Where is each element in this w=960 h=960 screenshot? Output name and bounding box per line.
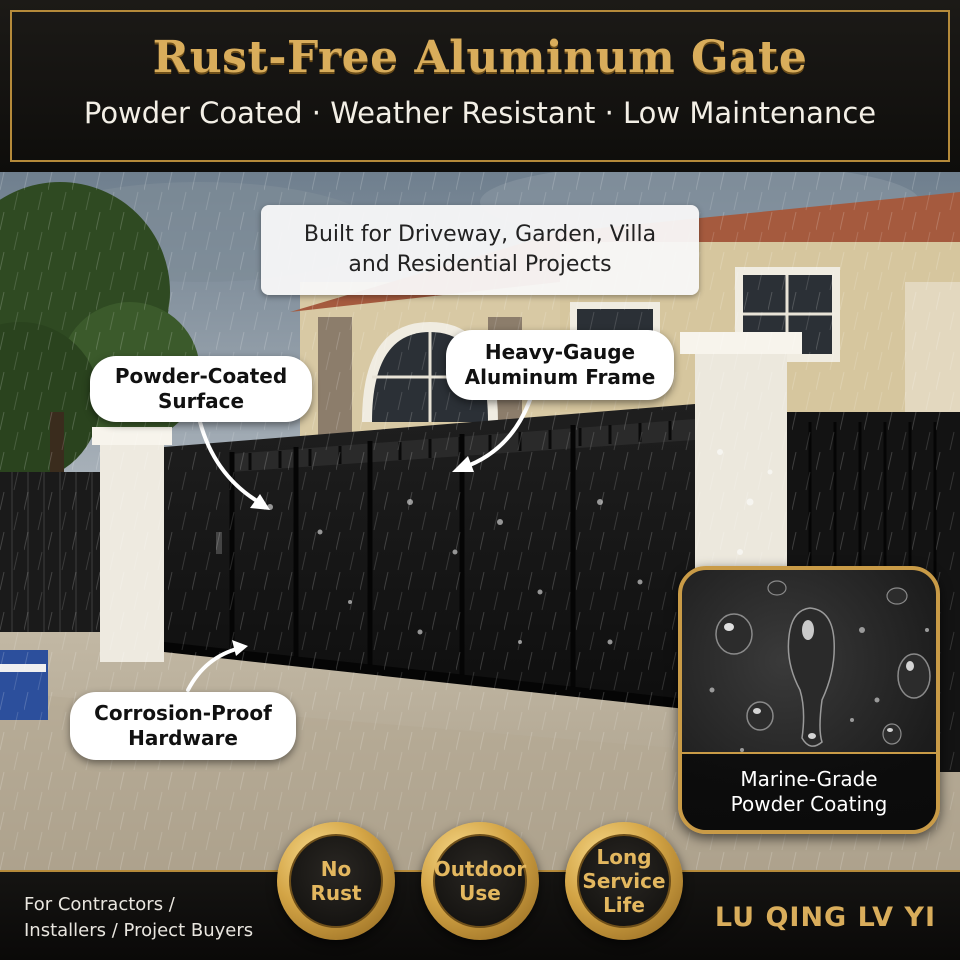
inset-caption: Marine-Grade Powder Coating [682, 752, 936, 830]
badge-text: Service [582, 869, 666, 893]
badge-text: Use [459, 881, 501, 905]
badge-text: Life [603, 893, 645, 917]
callout-text: Powder-Coated [114, 364, 288, 388]
callout-text: Heavy-Gauge [484, 340, 636, 364]
badge-outdoor-use: Outdoor Use [421, 822, 539, 940]
header-banner: Rust-Free Aluminum Gate Powder Coated · … [0, 0, 960, 172]
inset-caption-line-2: Powder Coating [730, 792, 888, 816]
callout-aluminum-frame: Heavy-Gauge Aluminum Frame [446, 330, 674, 400]
badge-text: Rust [310, 881, 362, 905]
coating-closeup-inset: Marine-Grade Powder Coating [678, 566, 940, 834]
callout-powder-coated-surface: Powder-Coated Surface [90, 356, 312, 422]
audience-line-1: For Contractors / [24, 894, 175, 915]
callout-text: Hardware [128, 726, 238, 750]
badge-no-rust: No Rust [277, 822, 395, 940]
callout-corrosion-proof-hardware: Corrosion-Proof Hardware [70, 692, 296, 760]
projects-caption: Built for Driveway, Garden, Villa and Re… [261, 205, 699, 295]
badge-text: Long [596, 845, 652, 869]
projects-line-1: Built for Driveway, Garden, Villa [303, 222, 657, 248]
page-subtitle: Powder Coated · Weather Resistant · Low … [83, 96, 877, 130]
callout-arrows [186, 398, 532, 692]
callout-text: Corrosion-Proof [94, 701, 272, 725]
brand-name: LU QING LV YI [714, 902, 936, 933]
callout-text: Surface [157, 389, 245, 413]
audience-text: For Contractors / Installers / Project B… [24, 892, 284, 944]
header-gold-frame [10, 10, 950, 162]
page-title: Rust-Free Aluminum Gate [152, 32, 808, 83]
arrow-surface [198, 420, 264, 506]
closeup-droplets [709, 580, 931, 752]
callout-text: Aluminum Frame [464, 365, 656, 389]
droplet-closeup [709, 580, 931, 752]
badge-text: No [320, 857, 352, 881]
arrow-hardware [186, 646, 242, 692]
arrow-frame [460, 398, 532, 470]
projects-line-2: and Residential Projects [348, 252, 612, 277]
audience-line-2: Installers / Project Buyers [24, 920, 254, 942]
inset-caption-line-1: Marine-Grade [740, 767, 878, 791]
badge-long-service-life: Long Service Life [565, 822, 683, 940]
badge-text: Outdoor [433, 857, 527, 881]
